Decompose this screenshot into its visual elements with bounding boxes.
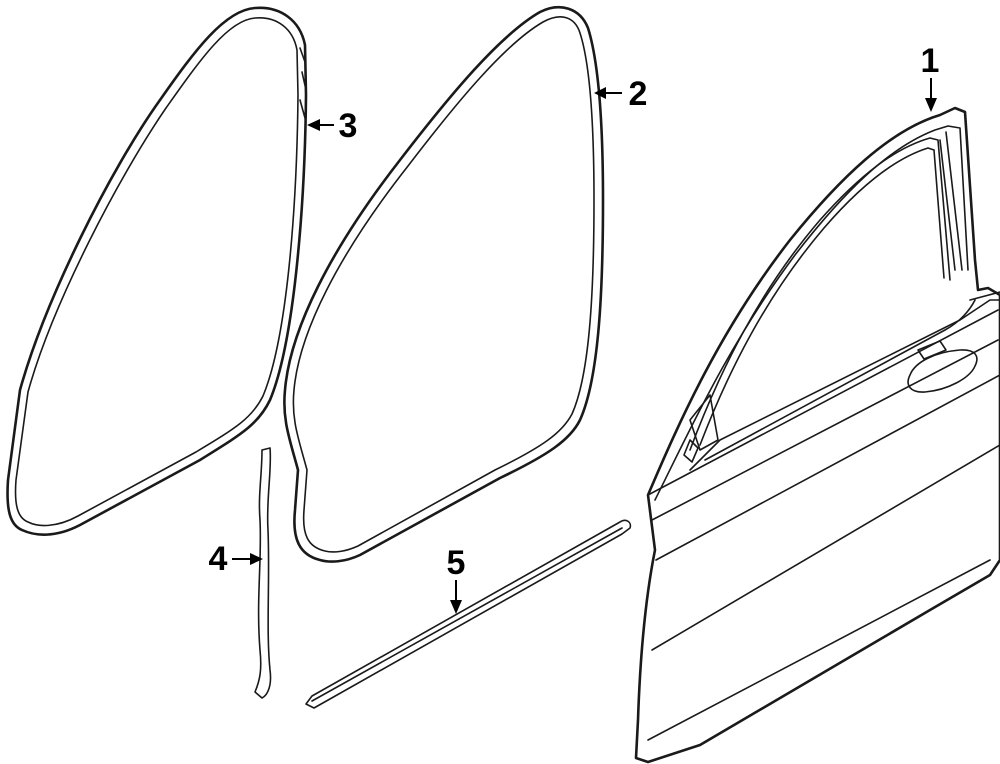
callout-2-label: 2 (629, 75, 648, 113)
callout-2: 2 (594, 75, 647, 113)
callout-4-arrowhead (250, 553, 263, 565)
callout-1-arrowhead (925, 98, 937, 112)
part-4-seal[interactable] (254, 447, 272, 699)
part-1-door-shell[interactable] (634, 106, 1000, 764)
callout-3-arrowhead (307, 119, 320, 131)
callout-5-label: 5 (447, 544, 466, 582)
part-2-weatherstrip[interactable] (283, 5, 605, 563)
callout-3: 3 (307, 107, 357, 145)
callout-4-label: 4 (209, 540, 228, 578)
callout-1-label: 1 (921, 42, 940, 80)
callout-1: 1 (921, 42, 940, 112)
part-5-molding[interactable] (305, 519, 632, 709)
callout-5-arrowhead (450, 600, 462, 614)
callout-3-label: 3 (339, 107, 358, 145)
callout-2-arrowhead (594, 87, 606, 99)
callout-5: 5 (447, 544, 466, 614)
part-3-weatherstrip[interactable] (6, 6, 308, 536)
callout-4: 4 (209, 540, 263, 578)
